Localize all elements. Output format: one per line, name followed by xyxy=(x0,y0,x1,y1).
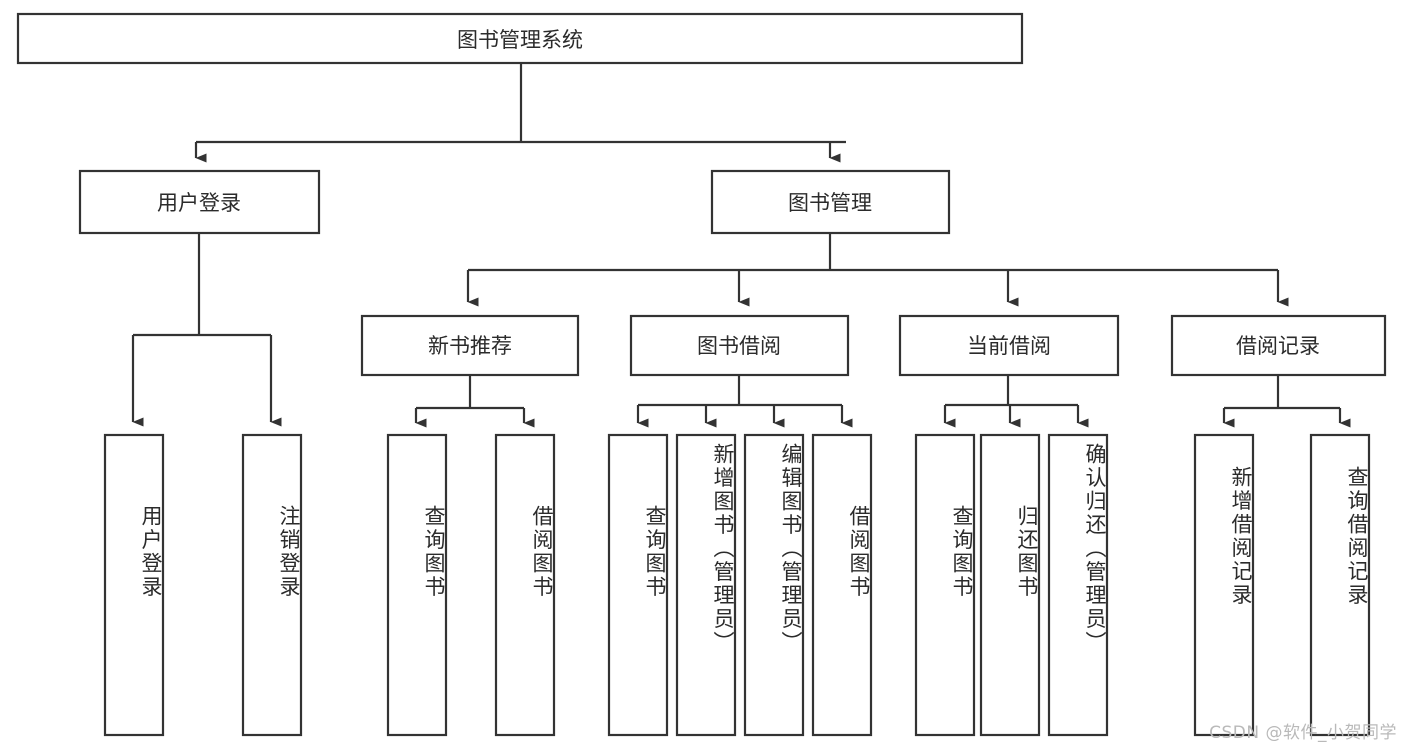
node-borrow-record-box[interactable] xyxy=(1170,314,1387,377)
connector-group-book-borrow xyxy=(636,376,853,428)
leaf-box-borrow-record-1[interactable] xyxy=(1193,433,1255,737)
node-new-book-recommend-box[interactable] xyxy=(360,314,580,377)
connector-group-borrow-record xyxy=(1222,376,1351,428)
connector-group-new-book xyxy=(414,376,535,428)
connector-group-current-borrow xyxy=(943,376,1089,428)
node-borrow-record[interactable]: 借阅记录 xyxy=(1170,314,1387,377)
node-book-management-label: 图书管理 xyxy=(788,191,872,215)
leaf-box-book-borrow-1[interactable] xyxy=(607,433,669,737)
node-user-login-label: 用户登录 xyxy=(157,191,241,215)
node-user-login-box[interactable] xyxy=(78,169,321,235)
leaf-box-book-borrow-4[interactable] xyxy=(811,433,873,737)
node-current-borrow[interactable]: 当前借阅 xyxy=(898,314,1120,377)
leaf-box-user-login-1[interactable] xyxy=(103,433,165,737)
leaf-box-new-book-2[interactable] xyxy=(494,433,556,737)
node-book-borrow[interactable]: 图书借阅 xyxy=(629,314,850,377)
leaf-box-current-borrow-1[interactable] xyxy=(914,433,976,737)
connector-group-user-login xyxy=(131,234,282,427)
node-user-login[interactable]: 用户登录 xyxy=(78,169,321,235)
node-book-borrow-box[interactable] xyxy=(629,314,850,377)
leaf-box-current-borrow-3[interactable] xyxy=(1047,433,1109,737)
leaf-box-borrow-record-2[interactable] xyxy=(1309,433,1371,737)
node-book-management[interactable]: 图书管理 xyxy=(710,169,951,235)
connector-group-root xyxy=(194,63,846,163)
leaf-box-book-borrow-2[interactable] xyxy=(675,433,737,737)
node-book-management-box[interactable] xyxy=(710,169,951,235)
leaf-box-user-login-2[interactable] xyxy=(241,433,303,737)
node-root-box[interactable] xyxy=(16,12,1024,65)
node-current-borrow-box[interactable] xyxy=(898,314,1120,377)
node-root[interactable]: 图书管理系统 xyxy=(16,12,1024,65)
node-new-book-recommend-label: 新书推荐 xyxy=(428,334,512,358)
node-borrow-record-label: 借阅记录 xyxy=(1236,334,1320,358)
node-current-borrow-label: 当前借阅 xyxy=(967,334,1051,358)
leaf-box-new-book-1[interactable] xyxy=(386,433,448,737)
watermark-text: CSDN @软件_小贺同学 xyxy=(1209,723,1397,743)
connector-group-book-mgmt xyxy=(466,234,1289,307)
leaf-box-current-borrow-2[interactable] xyxy=(979,433,1041,737)
node-book-borrow-label: 图书借阅 xyxy=(697,334,781,358)
node-root-label: 图书管理系统 xyxy=(457,28,583,52)
node-new-book-recommend[interactable]: 新书推荐 xyxy=(360,314,580,377)
leaf-box-book-borrow-3[interactable] xyxy=(743,433,805,737)
